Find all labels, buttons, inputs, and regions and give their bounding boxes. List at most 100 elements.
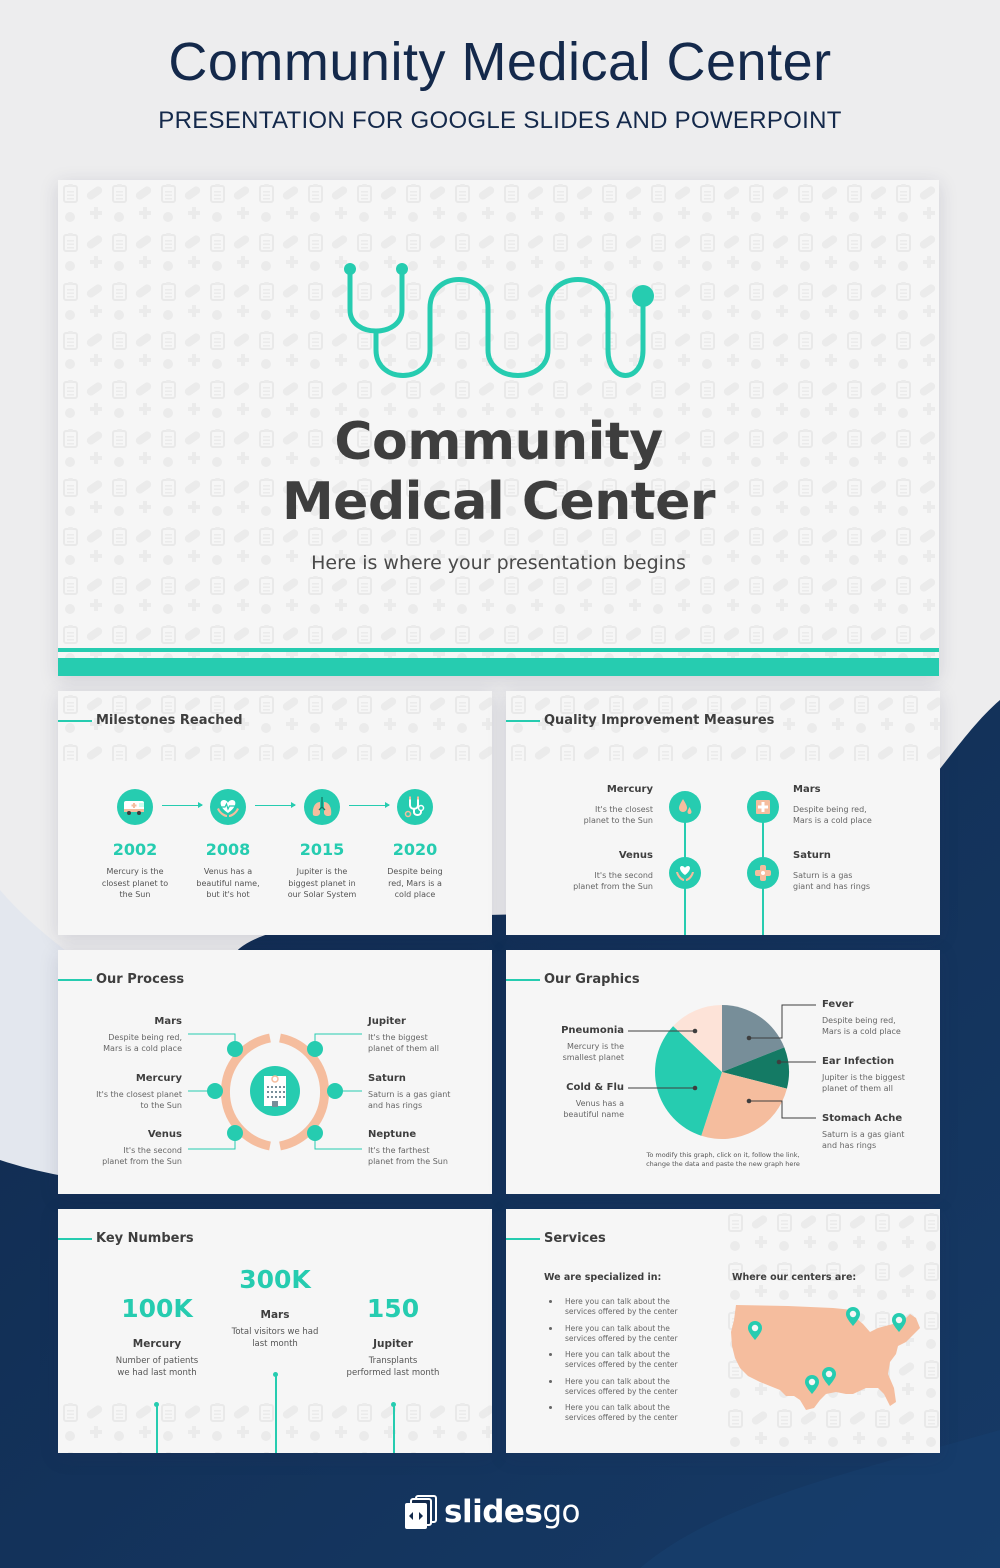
services-heading: We are specialized in: — [544, 1272, 662, 1283]
milestone-year: 2008 — [205, 840, 251, 859]
stethoscope-icon — [397, 789, 433, 825]
arrow-connector — [255, 802, 296, 808]
page-header: Community Medical Center PRESENTATION FO… — [0, 30, 1000, 135]
brand-name-bold: slides — [444, 1494, 543, 1530]
marker-dot — [391, 1402, 396, 1407]
process-item-mars: Mars Despite being red,Mars is a cold pl… — [103, 1016, 182, 1053]
slide-title: Key Numbers — [58, 1231, 194, 1246]
pie-slice-pneumonia[interactable] — [673, 1005, 722, 1072]
heart-hands-icon — [669, 857, 701, 889]
slide-cover[interactable]: Community Medical Center Here is where y… — [58, 180, 939, 676]
bandage-icon — [747, 857, 779, 889]
slide-title: Services — [506, 1231, 606, 1246]
pie-slice-stomach-ache[interactable] — [701, 1072, 787, 1139]
centers-heading: Where our centers are: — [732, 1272, 857, 1283]
accent-stripe-thick — [58, 658, 939, 676]
marker-line — [275, 1375, 277, 1453]
slide-title: Milestones Reached — [58, 713, 243, 728]
chart-note: To modify this graph, click on it, follo… — [646, 1151, 800, 1168]
ambulance-icon — [117, 789, 153, 825]
slide-title: Our Process — [58, 972, 184, 987]
pie-label-fever: Fever Despite being red,Mars is a cold p… — [822, 999, 901, 1036]
blood-drop-icon — [669, 791, 701, 823]
page-subtitle: PRESENTATION FOR GOOGLE SLIDES AND POWER… — [158, 107, 842, 134]
usa-map-icon[interactable] — [728, 1302, 928, 1422]
slides-stack-icon — [405, 1495, 437, 1529]
marker-line — [156, 1405, 158, 1453]
slide-title-text: Services — [544, 1231, 606, 1246]
cover-title-line1: Community — [334, 412, 663, 472]
pie-slice-ear-infection[interactable] — [722, 1047, 789, 1089]
stethoscope-icon — [344, 263, 654, 378]
slide-services[interactable]: Services We are specialized in: Here you… — [506, 1209, 940, 1453]
slide-quality-measures[interactable]: Quality Improvement Measures Mercury It'… — [506, 691, 940, 935]
accent-stripe-thin — [58, 648, 939, 652]
slide-key-numbers[interactable]: Key Numbers 100K Mercury Number of patie… — [58, 1209, 492, 1453]
slide-title-text: Milestones Reached — [96, 713, 243, 728]
location-pin-icon — [805, 1375, 819, 1394]
medical-pattern-background — [506, 691, 940, 761]
location-pin-icon — [846, 1307, 860, 1326]
milestone-year: 2020 — [392, 840, 438, 859]
medical-pattern-background — [58, 691, 492, 761]
slide-title-text: Key Numbers — [96, 1231, 194, 1246]
slide-title-text: Our Process — [96, 972, 185, 987]
location-pin-icon — [748, 1321, 762, 1340]
arrow-connector — [162, 802, 203, 808]
first-aid-icon — [747, 791, 779, 823]
cover-title: Community Medical Center — [58, 412, 939, 532]
page-title: Community Medical Center — [168, 32, 832, 92]
marker-line — [393, 1405, 395, 1453]
cover-subtitle: Here is where your presentation begins — [311, 552, 686, 574]
location-pins — [748, 1307, 906, 1394]
milestone-year: 2015 — [299, 840, 345, 859]
hospital-icon — [264, 1075, 286, 1107]
medical-pattern-background — [58, 180, 939, 676]
arrow-connector — [349, 802, 390, 808]
process-ring-diagram — [188, 1033, 362, 1151]
slide-title: Our Graphics — [506, 972, 640, 987]
pie-slice-cold-flu[interactable] — [655, 1026, 722, 1136]
slide-title: Quality Improvement Measures — [506, 713, 774, 728]
heart-hands-icon — [210, 789, 246, 825]
marker-dot — [273, 1372, 278, 1377]
pie-chart[interactable] — [506, 950, 940, 1194]
cover-title-line2: Medical Center — [281, 472, 716, 532]
slide-title-text: Our Graphics — [544, 972, 640, 987]
slide-title-text: Quality Improvement Measures — [544, 713, 775, 728]
brand-name-light: go — [542, 1494, 581, 1530]
milestone-year: 2002 — [112, 840, 158, 859]
lungs-icon — [304, 789, 340, 825]
slide-our-process[interactable]: Our Process — [58, 950, 492, 1194]
